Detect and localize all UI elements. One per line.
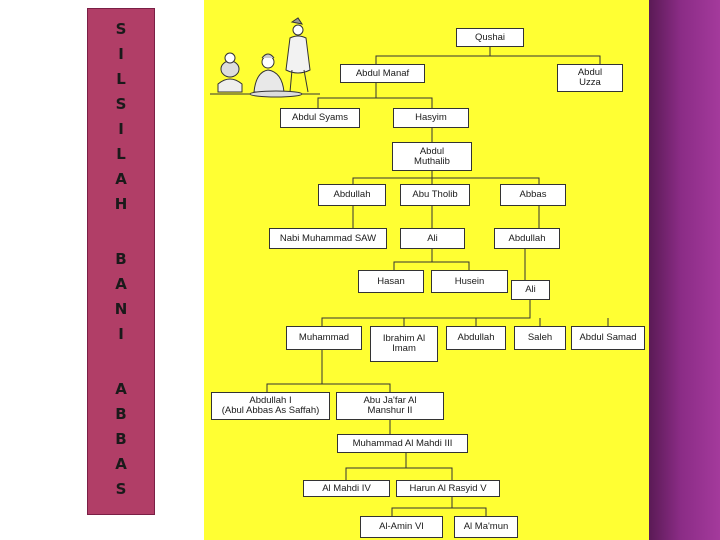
- node-al-mahdi-iv: Al Mahdi IV: [303, 480, 390, 497]
- node-nabi-muhammad: Nabi Muhammad SAW: [269, 228, 387, 249]
- title-letter: B: [115, 430, 127, 448]
- title-letter: I: [118, 45, 124, 63]
- node-abdul-samad: Abdul Samad: [571, 326, 645, 350]
- illustration-scholars: [210, 17, 320, 98]
- title-letter: A: [115, 170, 127, 188]
- title-letter: I: [118, 120, 124, 138]
- node-abdullah: Abdullah: [318, 184, 386, 206]
- title-letter: L: [116, 145, 126, 163]
- title-letter: A: [115, 455, 127, 473]
- node-ibrahim: Ibrahim Al Imam: [370, 326, 438, 362]
- node-abbas: Abbas: [500, 184, 566, 206]
- node-husein: Husein: [431, 270, 508, 293]
- title-letter: H: [114, 195, 128, 213]
- title-letter: N: [114, 300, 128, 318]
- title-letter: L: [116, 70, 126, 88]
- node-ali-2: Ali: [511, 280, 550, 300]
- title-letter: S: [115, 20, 127, 38]
- node-abdullah-saffah: Abdullah I (Abul Abbas As Saffah): [211, 392, 330, 420]
- title-letter: S: [115, 480, 127, 498]
- node-abdul-manaf: Abdul Manaf: [340, 64, 425, 83]
- node-hasan: Hasan: [358, 270, 424, 293]
- node-ali: Ali: [400, 228, 465, 249]
- node-qushai: Qushai: [456, 28, 524, 47]
- title-letter: I: [118, 325, 124, 343]
- title-panel: [87, 8, 155, 515]
- node-harun: Harun Al Rasyid V: [396, 480, 500, 497]
- title-letter: B: [115, 250, 127, 268]
- node-al-amin: Al-Amin VI: [360, 516, 443, 538]
- node-abdul-muthalib: Abdul Muthalib: [392, 142, 472, 171]
- node-abdullah-2: Abdullah: [494, 228, 560, 249]
- node-abdul-syams: Abdul Syams: [280, 108, 360, 128]
- node-abu-tholib: Abu Tholib: [400, 184, 470, 206]
- node-muhammad-mahdi: Muhammad Al Mahdi III: [337, 434, 468, 453]
- title-letter: A: [115, 275, 127, 293]
- node-abdullah-3: Abdullah: [446, 326, 506, 350]
- title-letter: S: [115, 95, 127, 113]
- title-letter: B: [115, 405, 127, 423]
- node-al-mamun: Al Ma'mun: [454, 516, 518, 538]
- decorative-strip: [649, 0, 720, 540]
- node-hasyim: Hasyim: [393, 108, 469, 128]
- node-abu-jafar: Abu Ja'far Al Manshur II: [336, 392, 444, 420]
- node-muhammad: Muhammad: [286, 326, 362, 350]
- node-abdul-uzza: Abdul Uzza: [557, 64, 623, 92]
- title-letter: A: [115, 380, 127, 398]
- node-saleh: Saleh: [514, 326, 566, 350]
